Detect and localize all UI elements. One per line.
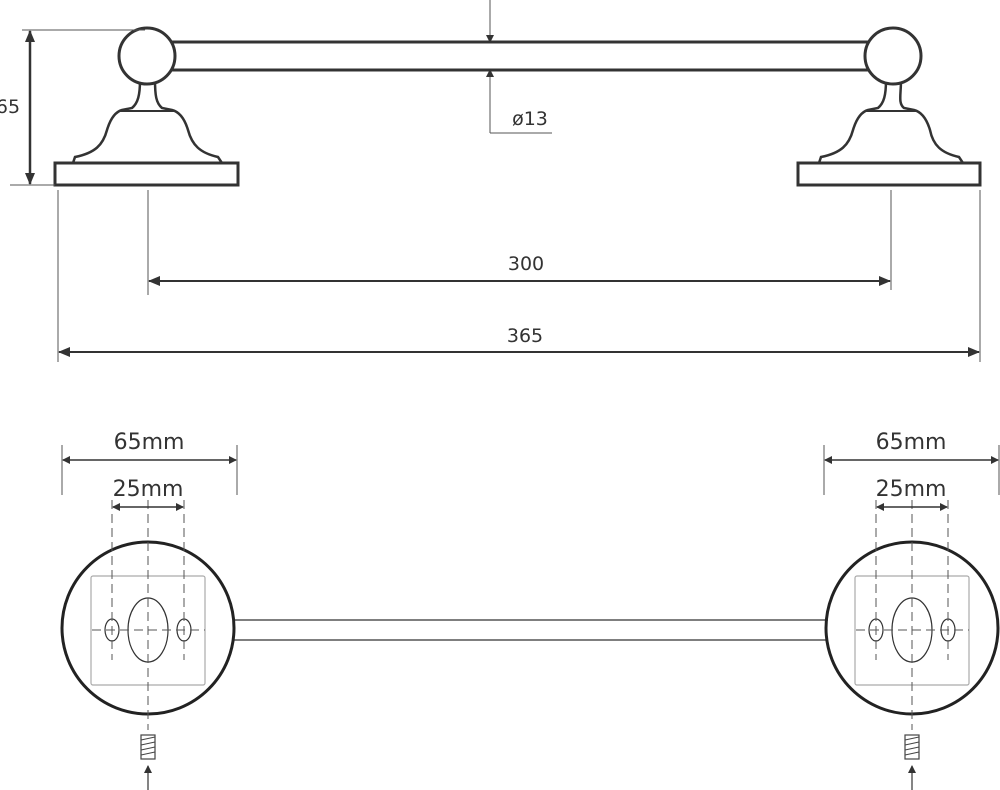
left-backplate	[60, 500, 236, 790]
overall-length-label: 365	[506, 325, 544, 347]
right-plate-width-label: 65mm	[875, 430, 947, 455]
right-hole-spacing-label: 25mm	[875, 477, 947, 502]
side-view	[53, 26, 982, 187]
top-view	[60, 445, 1000, 790]
left-plate-width-label: 65mm	[113, 430, 185, 455]
left-hole-spacing-label: 25mm	[112, 477, 184, 502]
height-dimension-label: 65	[0, 96, 21, 118]
right-backplate	[824, 500, 1000, 790]
left-bracket	[53, 26, 240, 187]
side-dimensions	[10, 0, 981, 362]
fixing-centres-label: 300	[507, 253, 545, 275]
right-bracket	[796, 26, 982, 187]
rod-diameter-label: ø13	[512, 108, 548, 130]
rod	[158, 40, 882, 72]
top-dimensions	[61, 445, 1000, 511]
